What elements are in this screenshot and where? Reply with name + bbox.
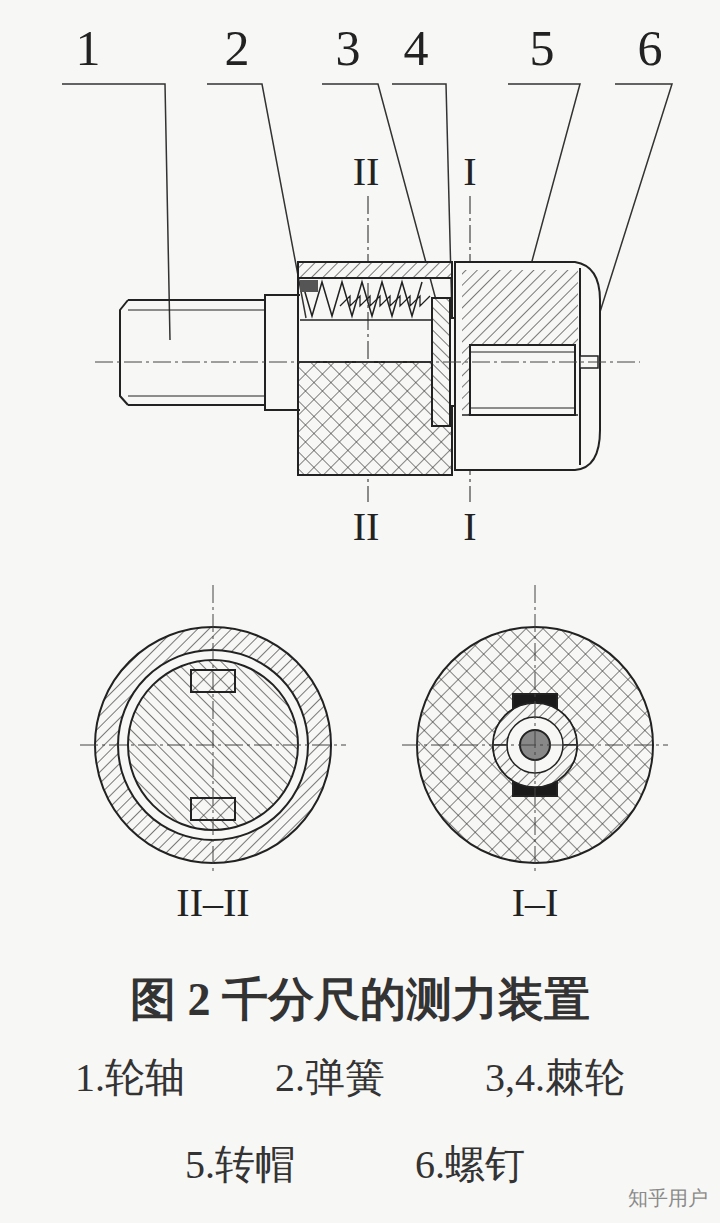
knurled-sleeve <box>298 362 452 475</box>
watermark: 知乎用户 <box>628 1187 708 1209</box>
callout-number: 3 <box>336 21 361 76</box>
centerline <box>535 585 536 872</box>
figure-caption: 图 2 千分尺的测力装置 <box>130 975 590 1026</box>
callout-number: 5 <box>530 21 555 76</box>
part-name: 6.螺钉 <box>415 1143 525 1187</box>
axle-thread <box>128 310 265 396</box>
caption-wrap: 图 2 千分尺的测力装置 <box>130 975 590 1026</box>
ratchet-teeth <box>340 296 430 306</box>
callout-number-wrap: 6 <box>638 21 663 76</box>
leader-line <box>62 84 170 340</box>
bore-thread <box>470 352 575 408</box>
section-mark: I <box>463 505 476 549</box>
part-name-wrap: 1.轮轴 <box>75 1056 185 1100</box>
callout-number-wrap: 1 <box>76 21 101 76</box>
section-mark-wrap: II <box>353 505 380 549</box>
part-name: 3,4.棘轮 <box>485 1056 625 1100</box>
centerlines <box>80 585 346 872</box>
sleeve-outline <box>298 262 452 475</box>
centerlines <box>402 585 668 872</box>
callout-number-wrap: 3 <box>336 21 361 76</box>
axle <box>120 295 300 410</box>
spring <box>302 282 422 316</box>
section-title: II–II <box>176 881 249 925</box>
shaft-edge <box>300 319 452 321</box>
callout-number: 6 <box>638 21 663 76</box>
watermark-wrap: 知乎用户 <box>628 1187 708 1209</box>
section-title: I–I <box>512 881 559 925</box>
part-name-wrap: 2.弹簧 <box>275 1056 385 1100</box>
part-name: 5.转帽 <box>185 1143 295 1187</box>
section-title-wrap: II–II <box>176 881 249 925</box>
callout-number-wrap: 4 <box>404 21 429 76</box>
leader-line <box>207 84 306 318</box>
part-name-wrap: 5.转帽 <box>185 1143 295 1187</box>
cap <box>455 262 600 470</box>
callout-number: 4 <box>404 21 429 76</box>
cap-edge <box>462 414 578 416</box>
cap-section <box>462 270 578 345</box>
centerline <box>213 585 214 872</box>
section-ii <box>80 585 346 872</box>
part-name: 1.轮轴 <box>75 1056 185 1100</box>
part-name: 2.弹簧 <box>275 1056 385 1100</box>
section-i <box>402 585 668 872</box>
cap-section <box>462 345 470 415</box>
section-mark-wrap: I <box>463 505 476 549</box>
side-view <box>120 262 600 475</box>
section-mark: II <box>353 505 380 549</box>
section-mark-wrap: I <box>463 150 476 194</box>
section-mark: II <box>353 150 380 194</box>
part-name-wrap: 3,4.棘轮 <box>485 1056 625 1100</box>
callout-number-wrap: 2 <box>225 21 250 76</box>
section-mark-wrap: II <box>353 150 380 194</box>
centerline <box>95 362 640 363</box>
section-mark: I <box>463 150 476 194</box>
spring-end <box>300 280 318 292</box>
cap-bore <box>470 345 575 415</box>
sleeve-wall <box>298 262 452 278</box>
section-title-wrap: I–I <box>512 881 559 925</box>
callout-number: 2 <box>225 21 250 76</box>
part-name-wrap: 6.螺钉 <box>415 1143 525 1187</box>
callout-number: 1 <box>76 21 101 76</box>
callout-number-wrap: 5 <box>530 21 555 76</box>
